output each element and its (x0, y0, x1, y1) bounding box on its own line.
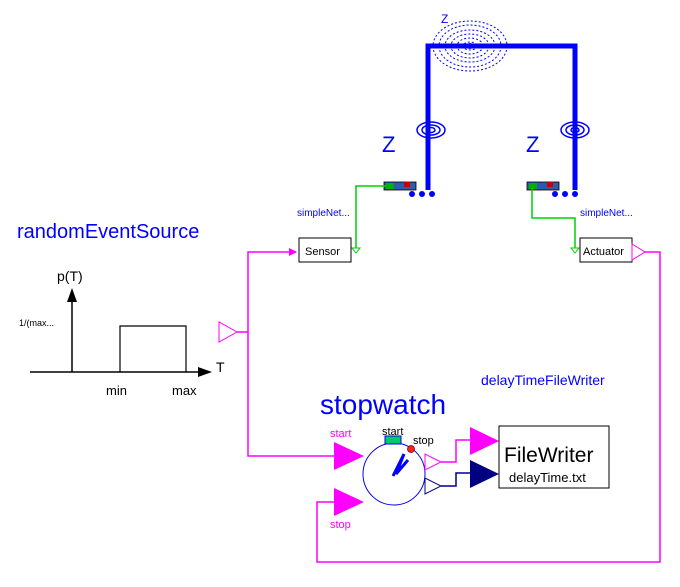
channel-top-label: Z (441, 12, 448, 26)
dist-ytick: 1/(max... (19, 318, 54, 328)
random-source-output-port[interactable] (218, 321, 239, 343)
wireless-channel[interactable]: Z (432, 12, 508, 72)
y-axis-arrow-icon (67, 288, 77, 302)
distribution-icon[interactable]: p(T) T 1/(max... min max (19, 268, 225, 398)
file-writer-input-navy[interactable] (470, 460, 499, 488)
file-writer-input-magenta[interactable] (470, 427, 499, 455)
antenna-left-icon (416, 121, 446, 139)
green-port-markers (350, 247, 581, 254)
stopwatch-face-start: start (382, 426, 403, 438)
network-card-icon (526, 181, 578, 197)
wireless-links (425, 43, 578, 190)
net-interface-right[interactable]: simpleNet... (526, 181, 633, 219)
delay-writer-title: delayTimeFileWriter (481, 372, 605, 388)
dist-ylabel: p(T) (57, 268, 83, 284)
stopwatch-icon (362, 435, 426, 506)
sensor-input-marker (289, 248, 297, 256)
actuator-output-port[interactable] (631, 243, 646, 261)
actuator-label: Actuator (583, 246, 624, 258)
stopwatch-start-port-label: start (330, 428, 351, 440)
antenna-right[interactable]: Z (526, 121, 590, 157)
green-connections (355, 185, 576, 248)
stopwatch-stop-port-label: stop (330, 519, 351, 531)
antenna-left[interactable]: Z (382, 121, 446, 157)
actuator-block[interactable]: Actuator (579, 237, 633, 263)
navy-connection (441, 472, 470, 487)
network-card-icon (383, 181, 435, 197)
random-source-title: randomEventSource (17, 221, 199, 243)
x-axis-arrow-icon (198, 367, 212, 377)
stopwatch-start-port[interactable] (334, 442, 364, 470)
sensor-block[interactable]: Sensor (298, 237, 352, 263)
stopwatch-stop-port[interactable] (334, 488, 364, 516)
stopwatch-output-magenta[interactable] (424, 453, 443, 471)
net-left-label: simpleNet... (297, 208, 350, 219)
stopwatch-face-stop: stop (413, 435, 434, 447)
net-interface-left[interactable]: simpleNet... (297, 181, 435, 219)
dist-xlabel: T (216, 359, 225, 375)
antenna-left-label: Z (382, 132, 395, 157)
net-right-label: simpleNet... (580, 208, 633, 219)
stopwatch-output-navy[interactable] (424, 477, 443, 495)
antenna-right-icon (560, 121, 590, 139)
magenta-connections (237, 251, 661, 563)
file-writer-title: FileWriter (504, 444, 593, 467)
antenna-right-label: Z (526, 132, 539, 157)
dist-xtick-max: max (172, 383, 197, 398)
file-writer-block[interactable]: FileWriter delayTime.txt (470, 425, 610, 489)
stopwatch-title: stopwatch (320, 389, 446, 420)
sensor-label: Sensor (305, 246, 340, 258)
file-writer-filename: delayTime.txt (509, 470, 586, 485)
dist-xtick-min: min (106, 383, 127, 398)
stopwatch-block[interactable]: start stop start stop (330, 426, 443, 531)
